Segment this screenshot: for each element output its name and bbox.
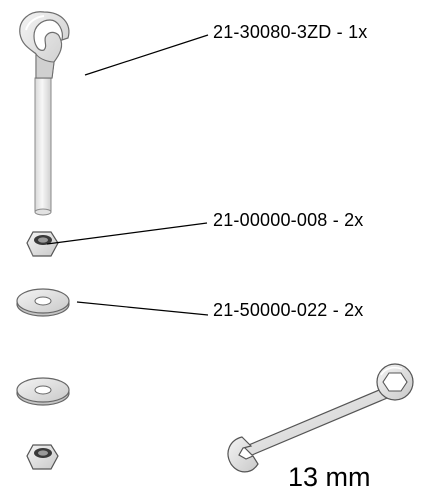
hex-nut-icon xyxy=(26,231,59,257)
combination-wrench-icon xyxy=(227,363,414,473)
leader-line-hook-bolt xyxy=(84,34,209,76)
washer-icon xyxy=(16,288,70,317)
leader-line-hex-nut xyxy=(46,222,208,245)
leader-line-washer xyxy=(76,301,209,316)
wrench-size-label: 13 mm xyxy=(288,462,371,492)
part-label-washer: 21-50000-022 - 2x xyxy=(213,300,364,320)
part-label-hex-nut: 21-00000-008 - 2x xyxy=(213,210,364,230)
hex-nut-icon xyxy=(26,444,59,470)
washer-icon xyxy=(16,377,70,406)
hook-bolt-icon xyxy=(19,11,70,216)
part-label-hook-bolt: 21-30080-3ZD - 1x xyxy=(213,22,368,42)
